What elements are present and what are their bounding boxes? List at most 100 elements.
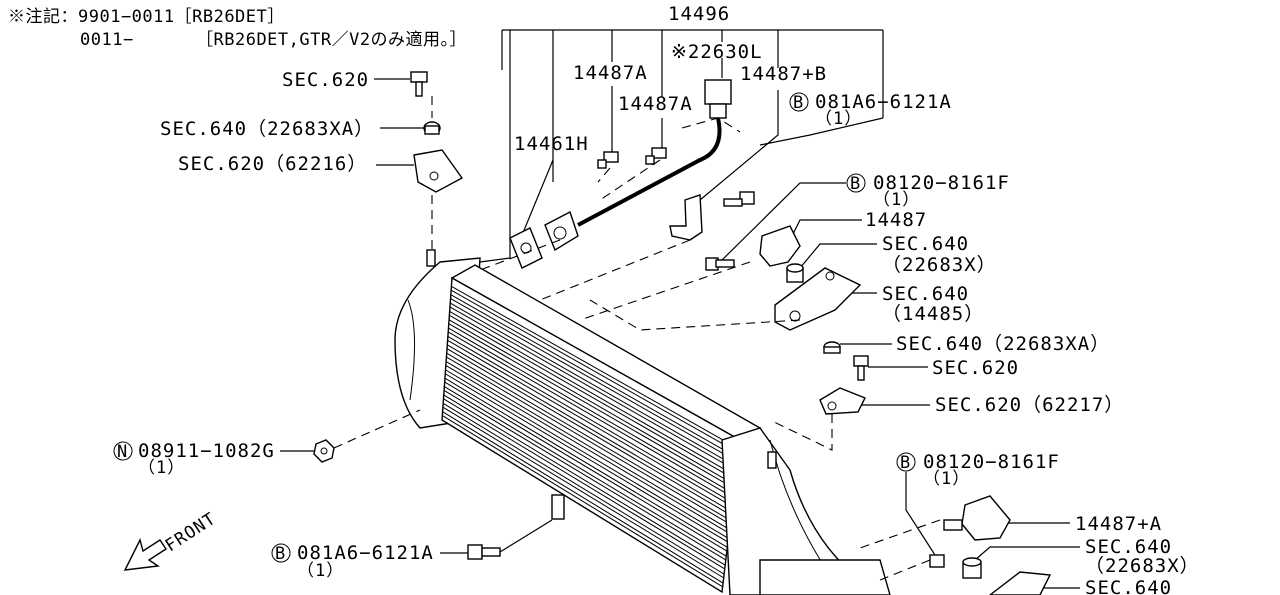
core-fin (443, 398, 726, 570)
bolt-08120-bottom-part-icon (929, 554, 945, 568)
label-sec620-62217: SEC.620（62217） (935, 394, 1124, 416)
bolt-08120-top-part-icon (705, 257, 735, 271)
label-sec640-14485-sub: （14485） (882, 303, 984, 325)
bolt-right-icon (853, 355, 869, 381)
nut-mark-icon: N (117, 442, 128, 462)
core-fin (445, 373, 729, 543)
label-sec640-22683x-a-sub: （22683X） (882, 254, 997, 276)
core-fin (447, 348, 732, 516)
callout-14496: 14496 (479, 3, 884, 263)
core-fin (449, 310, 737, 477)
core-fin (448, 331, 734, 499)
core-fins (442, 285, 740, 588)
label-14487b: 14487+B (740, 63, 827, 85)
label-08911-qty: （1） (138, 458, 185, 478)
bolt-mark-icon: B (850, 174, 861, 194)
bracket-14485-icon (774, 267, 862, 331)
label-sec640-22683x-a: SEC.640 (882, 233, 969, 255)
label-081a6-top-qty: （1） (815, 109, 862, 129)
label-081a6-bottom-qty: （1） (297, 561, 344, 581)
bolt-081a6-bottom-part-icon (467, 544, 501, 560)
stud-left-icon (426, 249, 436, 267)
core-fin (446, 356, 731, 525)
core-fin (448, 319, 735, 486)
core-fin (448, 323, 735, 490)
bolt-14487a-1-icon (597, 151, 619, 169)
rubber-bottom-icon (962, 557, 982, 579)
bracket-bottom-icon (988, 571, 1052, 595)
intercooler-core (394, 257, 891, 595)
label-14487a-1: 14487A (573, 62, 648, 84)
core-fin (444, 381, 728, 552)
core-fin (444, 390, 727, 561)
core-fin (443, 394, 726, 566)
washer-right-icon (823, 341, 841, 354)
label-sec620-right: SEC.620 (932, 357, 1019, 379)
label-sec640-22683xa-left: SEC.640（22683XA） (160, 118, 374, 140)
label-14487: 14487 (865, 209, 927, 231)
note-line-2-text: ［RB26DET,GTR／V2のみ適用。］ (196, 30, 467, 50)
bracket-62217-icon (819, 387, 866, 415)
core-fin (442, 406, 725, 579)
label-081a6-bottom: 081A6−6121A (297, 542, 434, 564)
bolt-081a6-top-callout: B 081A6−6121A （1） (789, 91, 951, 129)
label-08120-bottom: 08120−8161F (923, 451, 1060, 473)
note-line-1: ※注記：9901−0011［RB26DET］ (8, 7, 285, 27)
core-fin (449, 302, 738, 468)
core-fin (447, 344, 732, 512)
label-08911: 08911−1082G (138, 440, 275, 462)
core-fin (450, 294, 739, 459)
label-sec620-62216: SEC.620（62216） (178, 153, 367, 175)
label-front: FRONT (162, 509, 220, 556)
gasket-14461h-icon (509, 227, 543, 269)
bracket-62216-icon (413, 149, 464, 193)
note-line-2-range: 0011− (80, 30, 134, 50)
nut-08911-callout: N 08911−1082G （1） (113, 440, 316, 478)
sensor-22630l-icon (577, 79, 732, 227)
label-sec640-22683x-b: SEC.640 (1085, 536, 1172, 558)
label-sec620-left: SEC.620 (282, 69, 369, 91)
core-fin (445, 365, 730, 534)
core-fin (449, 314, 737, 481)
front-arrow-icon: FRONT (123, 509, 220, 571)
core-fin (447, 336, 733, 504)
bracket-14487b-icon (669, 194, 703, 241)
core-fin (448, 327, 734, 495)
core-fin (451, 285, 740, 450)
core-fin (444, 377, 728, 548)
core-fin (442, 411, 724, 584)
nut-part-icon (313, 439, 335, 463)
label-14461h: 14461H (514, 133, 589, 155)
bracket-14487-icon (759, 225, 801, 267)
bolt-mark-icon: B (900, 453, 911, 473)
label-14487-a-bottom: 14487+A (1075, 513, 1162, 535)
label-08120-top: 08120−8161F (873, 172, 1010, 194)
label-sec640-22683xa-right: SEC.640（22683XA） (896, 333, 1110, 355)
core-fin (442, 415, 724, 588)
bolt-14487a-2-icon (645, 147, 667, 165)
core-fin (451, 289, 740, 454)
core-fin (444, 386, 727, 557)
core-fin (447, 340, 733, 508)
label-14496: 14496 (668, 3, 730, 25)
bolt-mark-icon: B (275, 544, 286, 564)
label-sec640-14485: SEC.640 (882, 283, 969, 305)
core-fin (446, 352, 731, 521)
label-08120-bottom-qty: （1） (923, 469, 970, 489)
label-sec640-22683x-b-sub: （22683X） (1085, 555, 1200, 577)
core-fin (449, 306, 738, 472)
tab-icon (551, 494, 565, 520)
bolt-part-icon (410, 71, 428, 97)
rubber-mount-icon (786, 263, 804, 283)
label-sec640-bottom: SEC.640 (1085, 577, 1172, 595)
label-22630l: ※22630L (671, 41, 763, 63)
sensor-body-icon (544, 211, 579, 252)
core-fin (445, 369, 729, 539)
label-08120-top-qty: （1） (873, 190, 920, 210)
bolt-081a6-top-part-icon (723, 191, 755, 207)
bolt-08120-top-callout: B 08120−8161F （1） (719, 172, 1010, 263)
washer-part-icon (423, 121, 441, 135)
core-fin (445, 361, 730, 530)
core-fin (450, 298, 739, 463)
